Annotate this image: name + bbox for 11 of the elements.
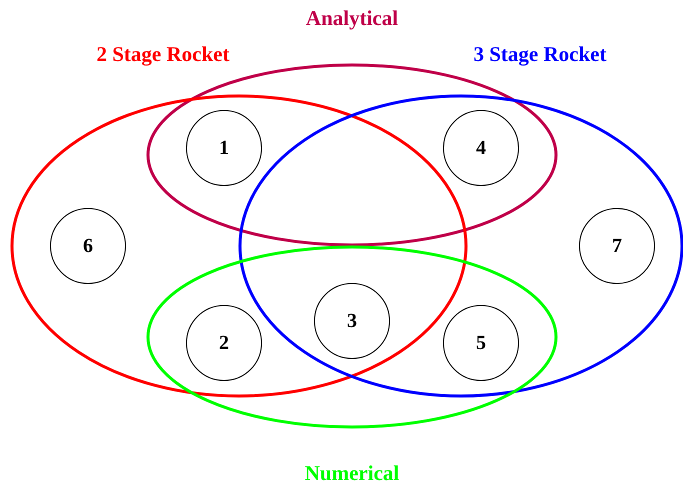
number-circle: 2: [186, 305, 262, 381]
set-label: Analytical: [306, 6, 398, 30]
number-circle: 4: [443, 110, 519, 186]
set-label: 3 Stage Rocket: [474, 42, 606, 66]
number-circle: 3: [314, 283, 390, 359]
number-circle: 1: [186, 110, 262, 186]
set-label: Numerical: [304, 461, 400, 485]
number-circle: 7: [579, 208, 655, 284]
set-label: 2 Stage Rocket: [96, 42, 230, 66]
number-circle: 6: [50, 208, 126, 284]
number-circle: 5: [443, 305, 519, 381]
